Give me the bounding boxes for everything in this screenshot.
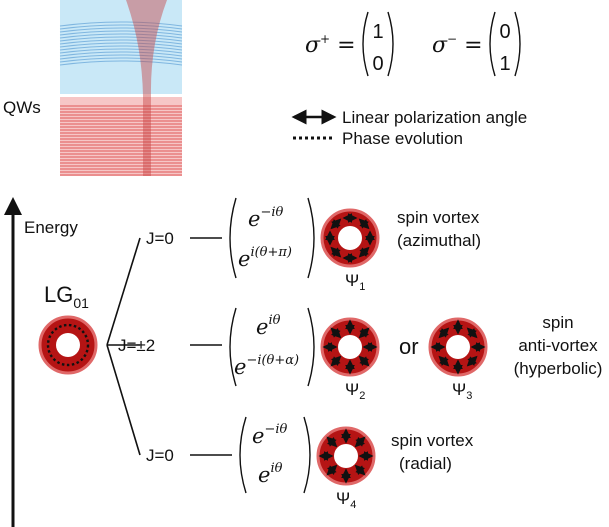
- psi4-ring-icon: [316, 426, 376, 486]
- spinor-top: eiθ: [256, 313, 281, 339]
- sigma-plus-spinor: σ+ = 1 0: [305, 11, 394, 77]
- state-description: spin vortex: [397, 208, 480, 227]
- lg01-ring-icon: [38, 315, 98, 375]
- j-label: J=0: [146, 229, 174, 248]
- gaussian-beam-icon: [126, 0, 167, 176]
- state-row-3: J=0 e−iθ eiθ Ψ4 spin vortex (radial): [146, 416, 474, 511]
- svg-text:0: 0: [499, 21, 510, 43]
- psi-label: Ψ2: [345, 380, 365, 402]
- svg-text:1: 1: [499, 53, 510, 75]
- spinor-top: e−iθ: [252, 422, 287, 448]
- svg-text:σ+ =: σ+ =: [305, 32, 356, 58]
- upper-dbr: [60, 0, 182, 94]
- psi3-ring-icon: [428, 317, 488, 377]
- svg-text:1: 1: [372, 21, 383, 43]
- state-description: (hyperbolic): [514, 359, 603, 378]
- svg-text:σ− =: σ− =: [432, 32, 483, 58]
- microcavity-panel: QWs: [3, 0, 183, 176]
- j-label: J=0: [146, 446, 174, 465]
- spinor-bottom: ei(θ+π): [238, 245, 292, 271]
- spinor-top: e−iθ: [248, 205, 283, 231]
- state-description: spin vortex: [391, 431, 474, 450]
- legend-phase-label: Phase evolution: [342, 129, 463, 148]
- or-label: or: [399, 334, 419, 359]
- psi2-ring-icon: [320, 317, 380, 377]
- state-description: anti-vortex: [518, 336, 598, 355]
- qws-label: QWs: [3, 98, 41, 117]
- state-description: (azimuthal): [397, 231, 481, 250]
- psi-label: Ψ3: [452, 380, 472, 402]
- j-label: J=±2: [118, 336, 155, 355]
- spinor-bottom: eiθ: [258, 461, 283, 487]
- legend-linear-label: Linear polarization angle: [342, 108, 527, 127]
- state-description: (radial): [399, 454, 452, 473]
- state-row-2: J=±2 eiθ e−i(θ+α) Ψ2 or Ψ3 spin anti-vor…: [118, 307, 603, 402]
- state-description: spin: [542, 313, 573, 332]
- lower-dbr-layers: [60, 105, 182, 176]
- sigma-minus-spinor: σ− = 0 1: [432, 11, 521, 77]
- lg01-label: LG01: [44, 282, 89, 311]
- psi1-ring-icon: [320, 208, 380, 268]
- spinor-bottom: e−i(θ+α): [234, 353, 299, 379]
- state-row-1: J=0 e−iθ ei(θ+π) Ψ1 spin vortex (azimuth…: [146, 197, 481, 293]
- psi-label: Ψ1: [345, 271, 365, 293]
- psi-label: Ψ4: [336, 489, 356, 511]
- branch-lines: [106, 237, 141, 456]
- svg-text:0: 0: [372, 53, 383, 75]
- energy-label: Energy: [24, 218, 78, 237]
- legend: Linear polarization angle Phase evolutio…: [291, 108, 527, 148]
